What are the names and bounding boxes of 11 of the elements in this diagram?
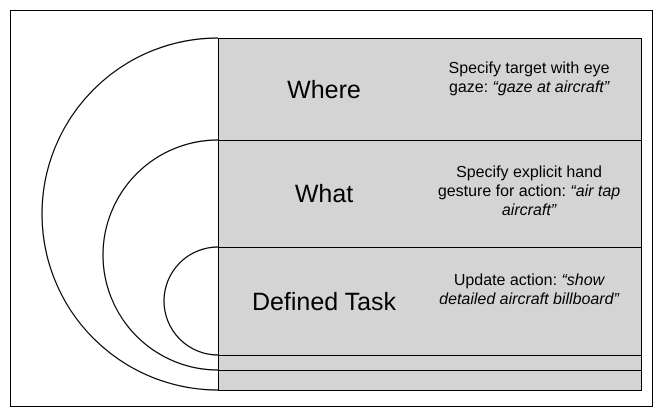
layer-band — [218, 247, 642, 356]
layer-title: What — [294, 180, 354, 209]
layer-description: Specify target with eye gaze: “gaze at aircraft” — [448, 58, 611, 96]
layer-band — [218, 140, 642, 248]
layer-title: Defined Task — [250, 288, 398, 316]
empty-band — [218, 355, 642, 371]
layer-description: Specify explicit hand gesture for action: “air tap aircraft” — [436, 163, 622, 220]
layer-description: Update action: “show detailed aircraft billboard” — [438, 270, 620, 308]
layer-band — [218, 38, 642, 141]
layer-title: Where — [286, 76, 362, 104]
empty-band — [218, 370, 642, 391]
